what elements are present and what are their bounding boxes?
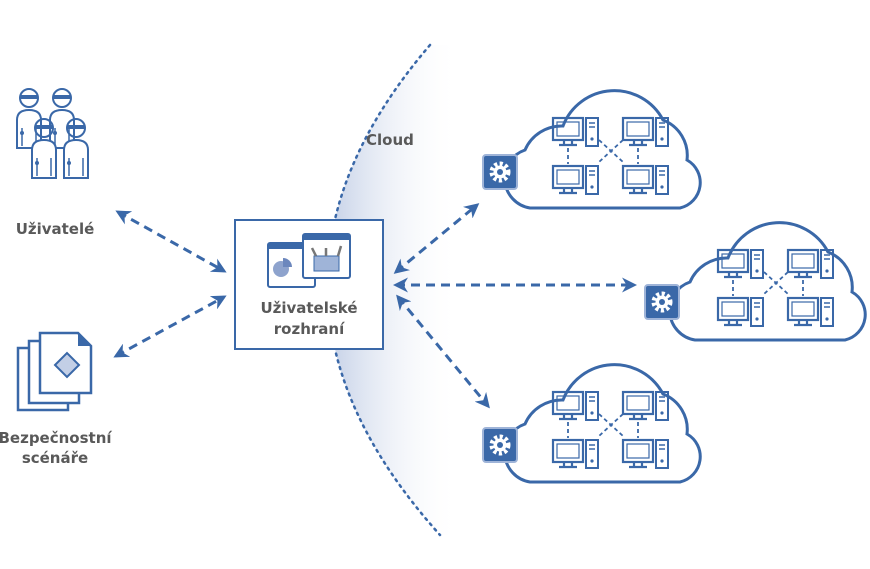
- arrow-ui-cloud-3: [396, 294, 490, 409]
- scenarios-label-2: scénáře: [22, 449, 88, 467]
- arrow-users-ui: [115, 210, 227, 273]
- documents-icon: [16, 331, 93, 412]
- arrow-scenarios-ui: [113, 295, 227, 358]
- toolbox-icon: [302, 233, 351, 279]
- arrow-ui-cloud-1: [393, 203, 480, 274]
- ui-label-1: Uživatelské: [260, 299, 357, 317]
- cloud-icon: [670, 223, 865, 340]
- cloud-label: Cloud: [366, 131, 414, 149]
- user-interface-box: Uživatelské rozhraní: [234, 219, 384, 350]
- cloud-icon: [505, 91, 700, 208]
- gear-icon: [483, 155, 517, 189]
- gear-icon: [483, 428, 517, 462]
- users-label: Uživatelé: [16, 220, 95, 238]
- users-icon: [15, 87, 90, 180]
- ui-label-2: rozhraní: [274, 320, 345, 338]
- gear-icon: [645, 285, 679, 319]
- scenarios-label-1: Bezpečnostní: [0, 429, 112, 447]
- cloud-icon: [505, 365, 700, 482]
